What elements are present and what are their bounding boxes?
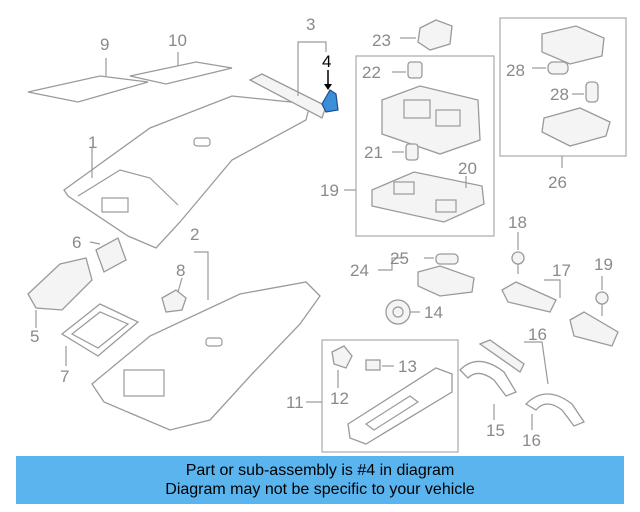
lens-21-left: [393, 181, 415, 195]
callout-12: 12: [330, 389, 349, 408]
callout-6: 6: [72, 233, 81, 252]
banner-line-1: Part or sub-assembly is #4 in diagram: [185, 462, 455, 479]
part-4-highlighted: [321, 89, 339, 113]
banner-line-2: Diagram may not be specific to your vehi…: [165, 481, 475, 498]
part-11-visor: [347, 367, 453, 445]
console-20-detail-a: [403, 99, 431, 119]
headliner-2-sunroof: [123, 369, 165, 397]
leader-4-arrow: [324, 84, 332, 90]
callout-5: 5: [30, 327, 39, 346]
callout-14: 14: [424, 303, 443, 322]
part-5-console: [27, 257, 93, 311]
leader-3: [297, 41, 327, 96]
part-20-console-upper: [381, 85, 481, 155]
part-7-frame: [60, 303, 140, 357]
grommet-14-inner: [392, 306, 404, 318]
callout-21: 20: [458, 159, 477, 178]
headliner-2-opening: [205, 337, 223, 347]
group-box-11: [321, 339, 459, 453]
headliner-1-detail: [77, 169, 179, 206]
part-19-screw-a: [511, 251, 525, 265]
leader-25: [378, 257, 404, 271]
callout-11: 11: [286, 393, 304, 412]
callout-26: 25: [390, 249, 409, 268]
callout-15: 15: [486, 421, 505, 440]
part-2-headliner: [91, 281, 321, 431]
callout-22: 21: [364, 143, 383, 162]
leader-6: [89, 241, 101, 245]
part-27-housing: [541, 25, 605, 65]
exploded-parts-diagram: 9 10 3 4 23 22 28 28 1 21 20 19 26 18 6 …: [27, 15, 627, 453]
part-18-bracket-a: [501, 281, 557, 313]
part-12-clip: [331, 345, 353, 369]
part-16-handle: [524, 393, 585, 427]
part-15-handle: [459, 360, 517, 397]
callout-1: 1: [88, 133, 97, 152]
part-14-grommet: [385, 299, 411, 325]
group-box-20: [355, 55, 495, 237]
part-19-screw-b: [595, 291, 609, 305]
part-27-lens: [541, 107, 611, 147]
part-28-bulb-b: [585, 81, 599, 103]
part-18-bracket-b: [569, 311, 619, 347]
callout-23: 22: [362, 63, 381, 82]
visor-11-mirror: [364, 395, 420, 431]
leader-17: [524, 341, 549, 385]
callout-27: 26: [548, 173, 567, 192]
part-1-headliner: [63, 95, 311, 249]
callout-19-a: 18: [508, 213, 527, 232]
callout-19-b: 19: [594, 255, 613, 274]
callout-2: 2: [190, 225, 199, 244]
part-13-cover: [365, 359, 381, 371]
callout-24: 23: [372, 31, 391, 50]
callout-13: 13: [398, 357, 417, 376]
group-box-27: [499, 17, 627, 157]
lens-21-right: [435, 199, 457, 213]
part-9-panel: [27, 75, 149, 103]
callout-9: 9: [100, 35, 109, 54]
part-28-bulb-a: [547, 61, 569, 75]
callout-3: 3: [306, 15, 315, 34]
callout-8: 8: [176, 261, 185, 280]
part-23-knob: [407, 61, 423, 79]
part-10-panel: [129, 61, 233, 85]
callout-4: 4: [322, 52, 331, 71]
part-6-lamp: [95, 237, 127, 273]
headliner-1-opening: [193, 137, 211, 147]
console-20-detail-b: [435, 109, 461, 127]
leader-2: [194, 251, 209, 300]
callout-7: 7: [60, 367, 69, 386]
callout-10: 10: [168, 31, 187, 50]
callout-17: 16: [528, 325, 547, 344]
part-8-clip: [161, 289, 187, 313]
callout-28-b: 28: [550, 85, 569, 104]
leader-8: [177, 277, 183, 293]
callout-25: 24: [350, 261, 369, 280]
part-26-bulb: [435, 253, 459, 265]
headliner-1-cutout: [101, 197, 129, 213]
info-banner: Part or sub-assembly is #4 in diagram Di…: [16, 456, 624, 504]
part-21-lens: [371, 171, 485, 223]
callout-28-a: 28: [506, 61, 525, 80]
callout-18: 17: [552, 261, 571, 280]
part-22-bulb: [405, 143, 419, 161]
callout-20: 19: [320, 181, 339, 200]
part-24-switch: [417, 19, 453, 51]
callout-16: 16: [522, 431, 541, 450]
part-7-frame-inner: [70, 311, 130, 349]
leader-18: [544, 279, 561, 298]
part-17-clip: [478, 339, 525, 373]
part-25-lamp: [417, 265, 475, 297]
